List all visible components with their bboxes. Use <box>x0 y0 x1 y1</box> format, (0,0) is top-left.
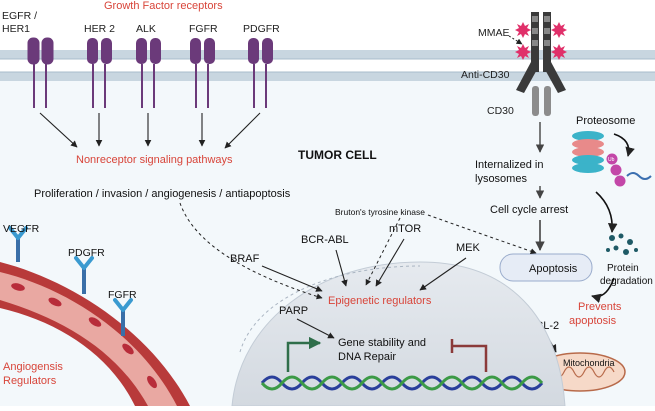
gene-stability-label-line2: DNA Repair <box>338 351 396 363</box>
alk-label: ALK <box>136 23 156 35</box>
anti-cd30-label: Anti-CD30 <box>461 69 510 81</box>
vessel-lumen <box>0 272 177 406</box>
nonreceptor-pathways-label: Nonreceptor signaling pathways <box>76 154 233 166</box>
mtor-label: mTOR <box>389 223 421 235</box>
egfr-label: EGFR / <box>2 10 37 22</box>
pdgfr-receptor <box>248 38 273 108</box>
her2-receptor <box>87 38 112 108</box>
internalized-label-line2: lysosomes <box>475 173 527 185</box>
internalized-label: Internalized in <box>475 159 544 171</box>
vegfr-receptor <box>8 226 28 262</box>
proteosome-arrow <box>613 133 635 157</box>
vegfr-label: VEGFR <box>3 223 40 235</box>
prevents-apoptosis-label-line2: apoptosis <box>569 315 617 327</box>
mmae-toxin <box>515 22 567 60</box>
mek-label: MEK <box>456 242 481 254</box>
braf-label: BRAF <box>230 253 260 265</box>
fgfr-receptor <box>190 38 215 108</box>
degradation-to-apoptosis-arrow <box>591 277 615 303</box>
apoptosis-box <box>499 253 593 282</box>
proteosome-icon <box>572 131 604 173</box>
mtor-arrow <box>375 238 405 287</box>
btk-to-apoptosis-arrow <box>427 214 537 255</box>
red-blood-cells <box>11 283 157 389</box>
apoptosis-label: Apoptosis <box>529 263 578 275</box>
mmae-pointer <box>508 35 523 45</box>
anti-cd30-antibody <box>516 12 566 93</box>
mitochondria-label: Mitochondria <box>563 358 615 368</box>
transcription-stop-bar <box>450 339 488 372</box>
her2-label: HER 2 <box>84 23 115 35</box>
bcr-abl-arrow <box>335 249 348 287</box>
egfr-receptor <box>27 37 54 108</box>
mmae-label: MMAE <box>478 27 510 39</box>
braf-arrow <box>261 265 323 292</box>
dna-helix <box>260 375 544 391</box>
nucleus <box>231 261 566 407</box>
cd30-label: CD30 <box>487 105 514 117</box>
cd30-receptor <box>532 86 551 116</box>
proliferation-to-epigenetic-arrow <box>179 202 323 300</box>
pdgfr-label: PDGFR <box>243 23 280 35</box>
mek-arrow <box>419 257 467 291</box>
angiogenesis-label: Angiogensis <box>3 361 63 373</box>
growth-factor-receptors-label: Growth Factor receptors <box>104 0 223 12</box>
egfr-label-line2: HER1 <box>2 23 30 35</box>
ubiquitin-chain: Ub <box>606 153 652 187</box>
angiogenesis-label-line2: Regulators <box>3 375 57 387</box>
alk-receptor <box>136 38 161 108</box>
btk-label: Bruton's tyrosine kinase <box>335 207 425 217</box>
degraded-fragments <box>606 233 638 255</box>
pdgfr-vessel-label: PDGFR <box>68 247 105 259</box>
proliferation-label: Proliferation / invasion / angiogenesis … <box>34 188 291 200</box>
cell-cycle-arrest-label: Cell cycle arrest <box>490 204 568 216</box>
prevents-apoptosis-label: Prevents <box>578 301 622 313</box>
proteosome-label: Proteosome <box>576 115 635 127</box>
pdgfr-vessel-receptor <box>74 256 94 294</box>
gene-stability-label: Gene stability and <box>338 337 426 349</box>
protein-degradation-label-line2: degradation <box>600 276 653 287</box>
ubiquitin-to-degradation-arrow <box>595 191 618 233</box>
fgfr-vessel-label: FGFR <box>108 289 137 301</box>
parp-label: PARP <box>279 305 308 317</box>
protein-degradation-label: Protein <box>607 263 639 274</box>
tumor-cell-title: TUMOR CELL <box>298 148 377 162</box>
bcr-abl-label: BCR-ABL <box>301 234 349 246</box>
btk-to-epigenetic-arrow <box>365 217 401 286</box>
ub-label: Ub <box>608 157 615 163</box>
receptor-to-nonreceptor-arrows <box>39 112 261 149</box>
parp-arrow <box>296 318 335 339</box>
epigenetic-regulators-label: Epigenetic regulators <box>328 295 432 307</box>
fgfr-label: FGFR <box>189 23 218 35</box>
transcription-start-arrow <box>286 336 322 372</box>
fgfr-vessel-receptor <box>113 298 133 336</box>
